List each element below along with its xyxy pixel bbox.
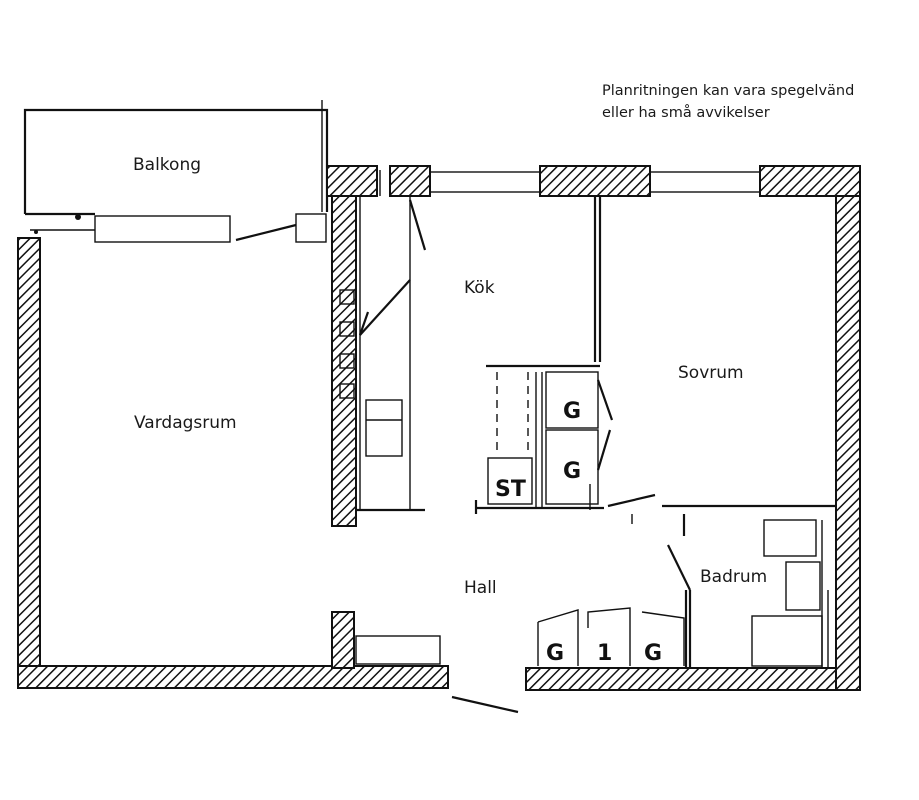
fixture-mark-g-3: G (546, 641, 564, 666)
kitchen-fittings (339, 170, 427, 512)
room-label-kok: Kök (464, 278, 495, 298)
room-label-hall: Hall (464, 578, 497, 598)
room-label-badrum: Badrum (700, 567, 767, 587)
room-label-balkong: Balkong (133, 155, 201, 175)
exterior-walls (17, 165, 861, 691)
hall-fittings (355, 607, 685, 714)
disclaimer-note: Planritningen kan vara spegelvänd eller … (602, 80, 854, 124)
interior-partitions (474, 196, 656, 524)
disclaimer-line-2: eller ha små avvikelser (602, 105, 770, 121)
room-label-vardagsrum: Vardagsrum (134, 413, 237, 433)
fixture-mark-g-2: G (563, 459, 581, 484)
bathroom-fittings (662, 504, 836, 668)
disclaimer-line-1: Planritningen kan vara spegelvänd (602, 83, 855, 99)
balcony-outline (23, 100, 329, 243)
fixture-mark-st: ST (495, 477, 526, 502)
fixture-mark-one: 1 (597, 641, 612, 666)
room-label-sovrum: Sovrum (678, 363, 744, 383)
fixture-mark-g-4: G (644, 641, 662, 666)
fixture-mark-g-1: G (563, 399, 581, 424)
